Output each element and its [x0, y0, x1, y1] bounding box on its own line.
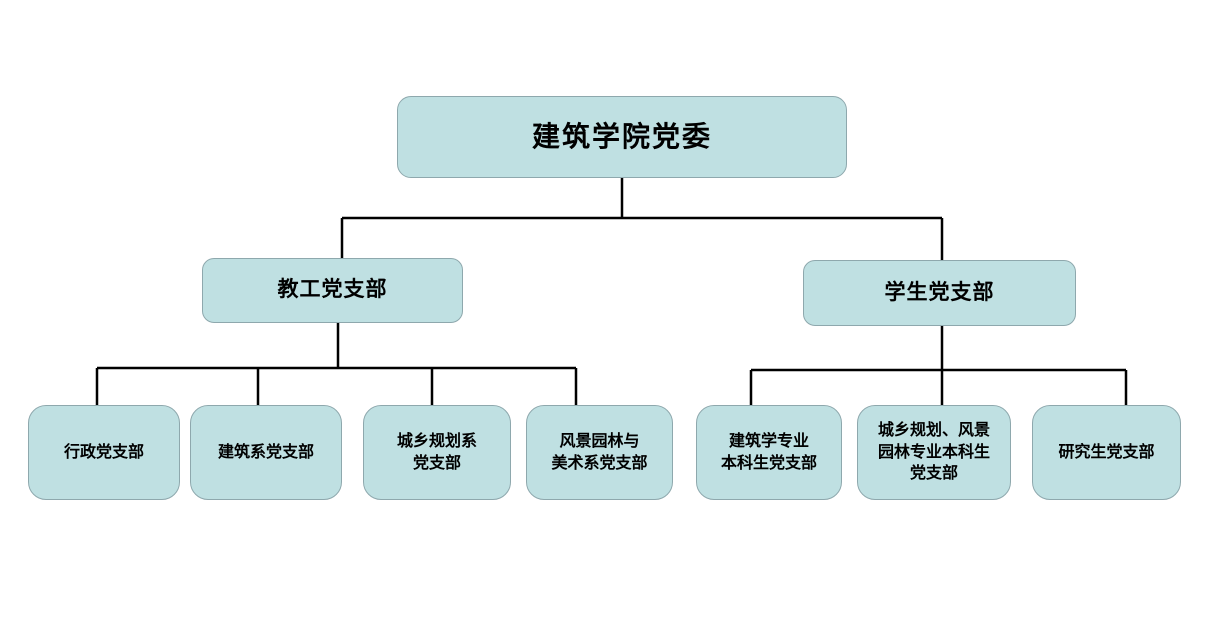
node-planning-dept-branch-label: 城乡规划系 党支部 [396, 432, 477, 472]
node-planning-landscape-undergrad-branch-label: 城乡规划、风景 园林专业本科生 党支部 [877, 422, 990, 483]
node-student-branch-label: 学生党支部 [884, 280, 995, 304]
node-planning-landscape-undergrad-branch: 城乡规划、风景 园林专业本科生 党支部 [857, 405, 1011, 500]
node-root: 建筑学院党委 [397, 96, 847, 178]
node-arch-undergrad-branch: 建筑学专业 本科生党支部 [696, 405, 842, 500]
node-faculty-branch-label: 教工党支部 [277, 278, 388, 302]
node-graduate-branch: 研究生党支部 [1032, 405, 1181, 500]
node-admin-branch-label: 行政党支部 [63, 443, 144, 461]
node-planning-dept-branch: 城乡规划系 党支部 [363, 405, 511, 500]
node-student-branch: 学生党支部 [803, 260, 1076, 326]
node-arch-dept-branch: 建筑系党支部 [190, 405, 342, 500]
node-arch-undergrad-branch-label: 建筑学专业 本科生党支部 [720, 432, 817, 472]
node-graduate-branch-label: 研究生党支部 [1058, 443, 1155, 461]
node-faculty-branch: 教工党支部 [202, 258, 463, 323]
node-arch-dept-branch-label: 建筑系党支部 [217, 443, 314, 461]
node-root-label: 建筑学院党委 [531, 121, 712, 153]
node-landscape-art-dept-branch: 风景园林与 美术系党支部 [526, 405, 673, 500]
node-landscape-art-dept-branch-label: 风景园林与 美术系党支部 [551, 432, 648, 472]
node-admin-branch: 行政党支部 [28, 405, 180, 500]
